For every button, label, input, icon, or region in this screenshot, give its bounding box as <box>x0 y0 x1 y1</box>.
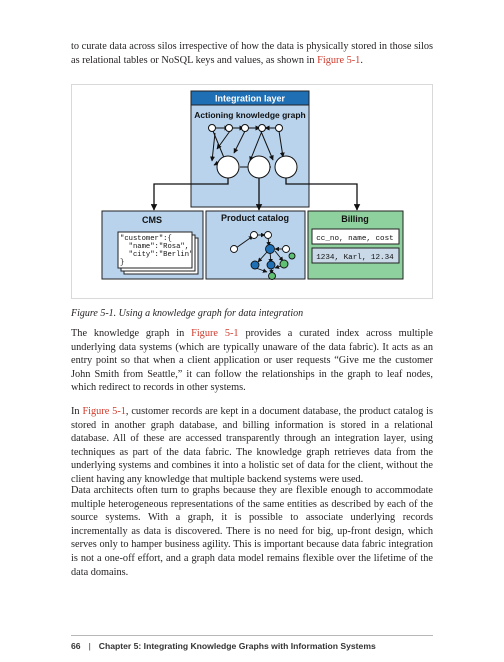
graph-node <box>275 124 283 132</box>
figure-5-1: Integration layer Actioning knowledge gr… <box>71 84 433 299</box>
cms-document-line: "city":"Berlin" <box>120 251 193 259</box>
cms-document-line: } <box>120 259 124 267</box>
cms-document-line: "customer":{ <box>120 235 172 243</box>
paragraph-text: provides a curated index across multiple… <box>71 328 434 394</box>
product-node-green <box>288 252 296 260</box>
paragraph-text: In <box>71 406 83 417</box>
product-graph-edges <box>235 232 284 275</box>
page-number: 66 <box>71 641 81 651</box>
page-footer: 66 | Chapter 5: Integrating Knowledge Grap… <box>71 641 376 651</box>
billing-table-header-row <box>311 228 400 245</box>
graph-node <box>208 124 216 132</box>
product-node-blue <box>265 244 275 254</box>
intro-paragraph: to curate data across silos irrespective… <box>71 40 433 67</box>
backend-connectors <box>150 178 361 211</box>
cms-document-line: "name":"Rosa", <box>120 243 189 251</box>
figure-reference-link[interactable]: Figure 5-1 <box>317 54 361 66</box>
product-node-blue <box>250 260 260 270</box>
footer-separator: | <box>88 641 91 651</box>
paragraph-text: , customer records are kept in a documen… <box>71 406 433 485</box>
graph-node-large <box>274 155 298 179</box>
figure-caption: Figure 5-1. Using a knowledge graph for … <box>71 308 304 319</box>
integration-layer-label: Integration layer <box>215 94 286 104</box>
product-node-white <box>264 231 272 239</box>
integration-layer-panel <box>190 90 310 208</box>
graph-node <box>258 124 266 132</box>
integration-diagram: Integration layer Actioning knowledge gr… <box>101 90 404 280</box>
integration-layer-header <box>190 90 310 106</box>
cms-label: CMS <box>142 215 162 225</box>
billing-table-row: 1234, Karl, 12.34 <box>316 254 394 262</box>
intro-text-end: . <box>360 54 363 66</box>
product-node-white <box>230 245 238 253</box>
knowledge-graph-label: Actioning knowledge graph <box>194 110 305 120</box>
billing-panel <box>307 210 404 280</box>
document-page <box>117 231 193 269</box>
billing-table-data-row <box>311 247 400 264</box>
graph-node <box>225 124 233 132</box>
graph-node-large <box>247 155 271 179</box>
product-node-white <box>250 231 258 239</box>
product-node-white <box>282 245 290 253</box>
figure-reference-link[interactable]: Figure 5-1 <box>191 328 239 339</box>
graph-node <box>241 124 249 132</box>
body-paragraph-2: In Figure 5-1, customer records are kept… <box>71 405 433 487</box>
chapter-title: Chapter 5: Integrating Knowledge Graphs … <box>98 641 376 651</box>
footer-divider <box>71 635 433 636</box>
product-node-green <box>279 259 289 269</box>
product-graph-nodes <box>230 231 296 280</box>
graph-node-large <box>216 155 240 179</box>
product-node-blue <box>266 260 276 270</box>
body-paragraph-3: Data architects often turn to graphs bec… <box>71 485 433 578</box>
paragraph-text: The knowledge graph in <box>71 328 192 339</box>
body-paragraph-1: The knowledge graph in Figure 5-1 provid… <box>71 327 433 395</box>
intro-text: to curate data across silos irrespective… <box>71 41 433 66</box>
figure-reference-link[interactable]: Figure 5-1 <box>82 406 126 417</box>
billing-label: Billing <box>341 214 369 224</box>
billing-table-header: cc_no, name, cost <box>316 235 393 243</box>
product-node-green <box>268 272 276 280</box>
product-catalog-label: Product catalog <box>221 213 289 223</box>
